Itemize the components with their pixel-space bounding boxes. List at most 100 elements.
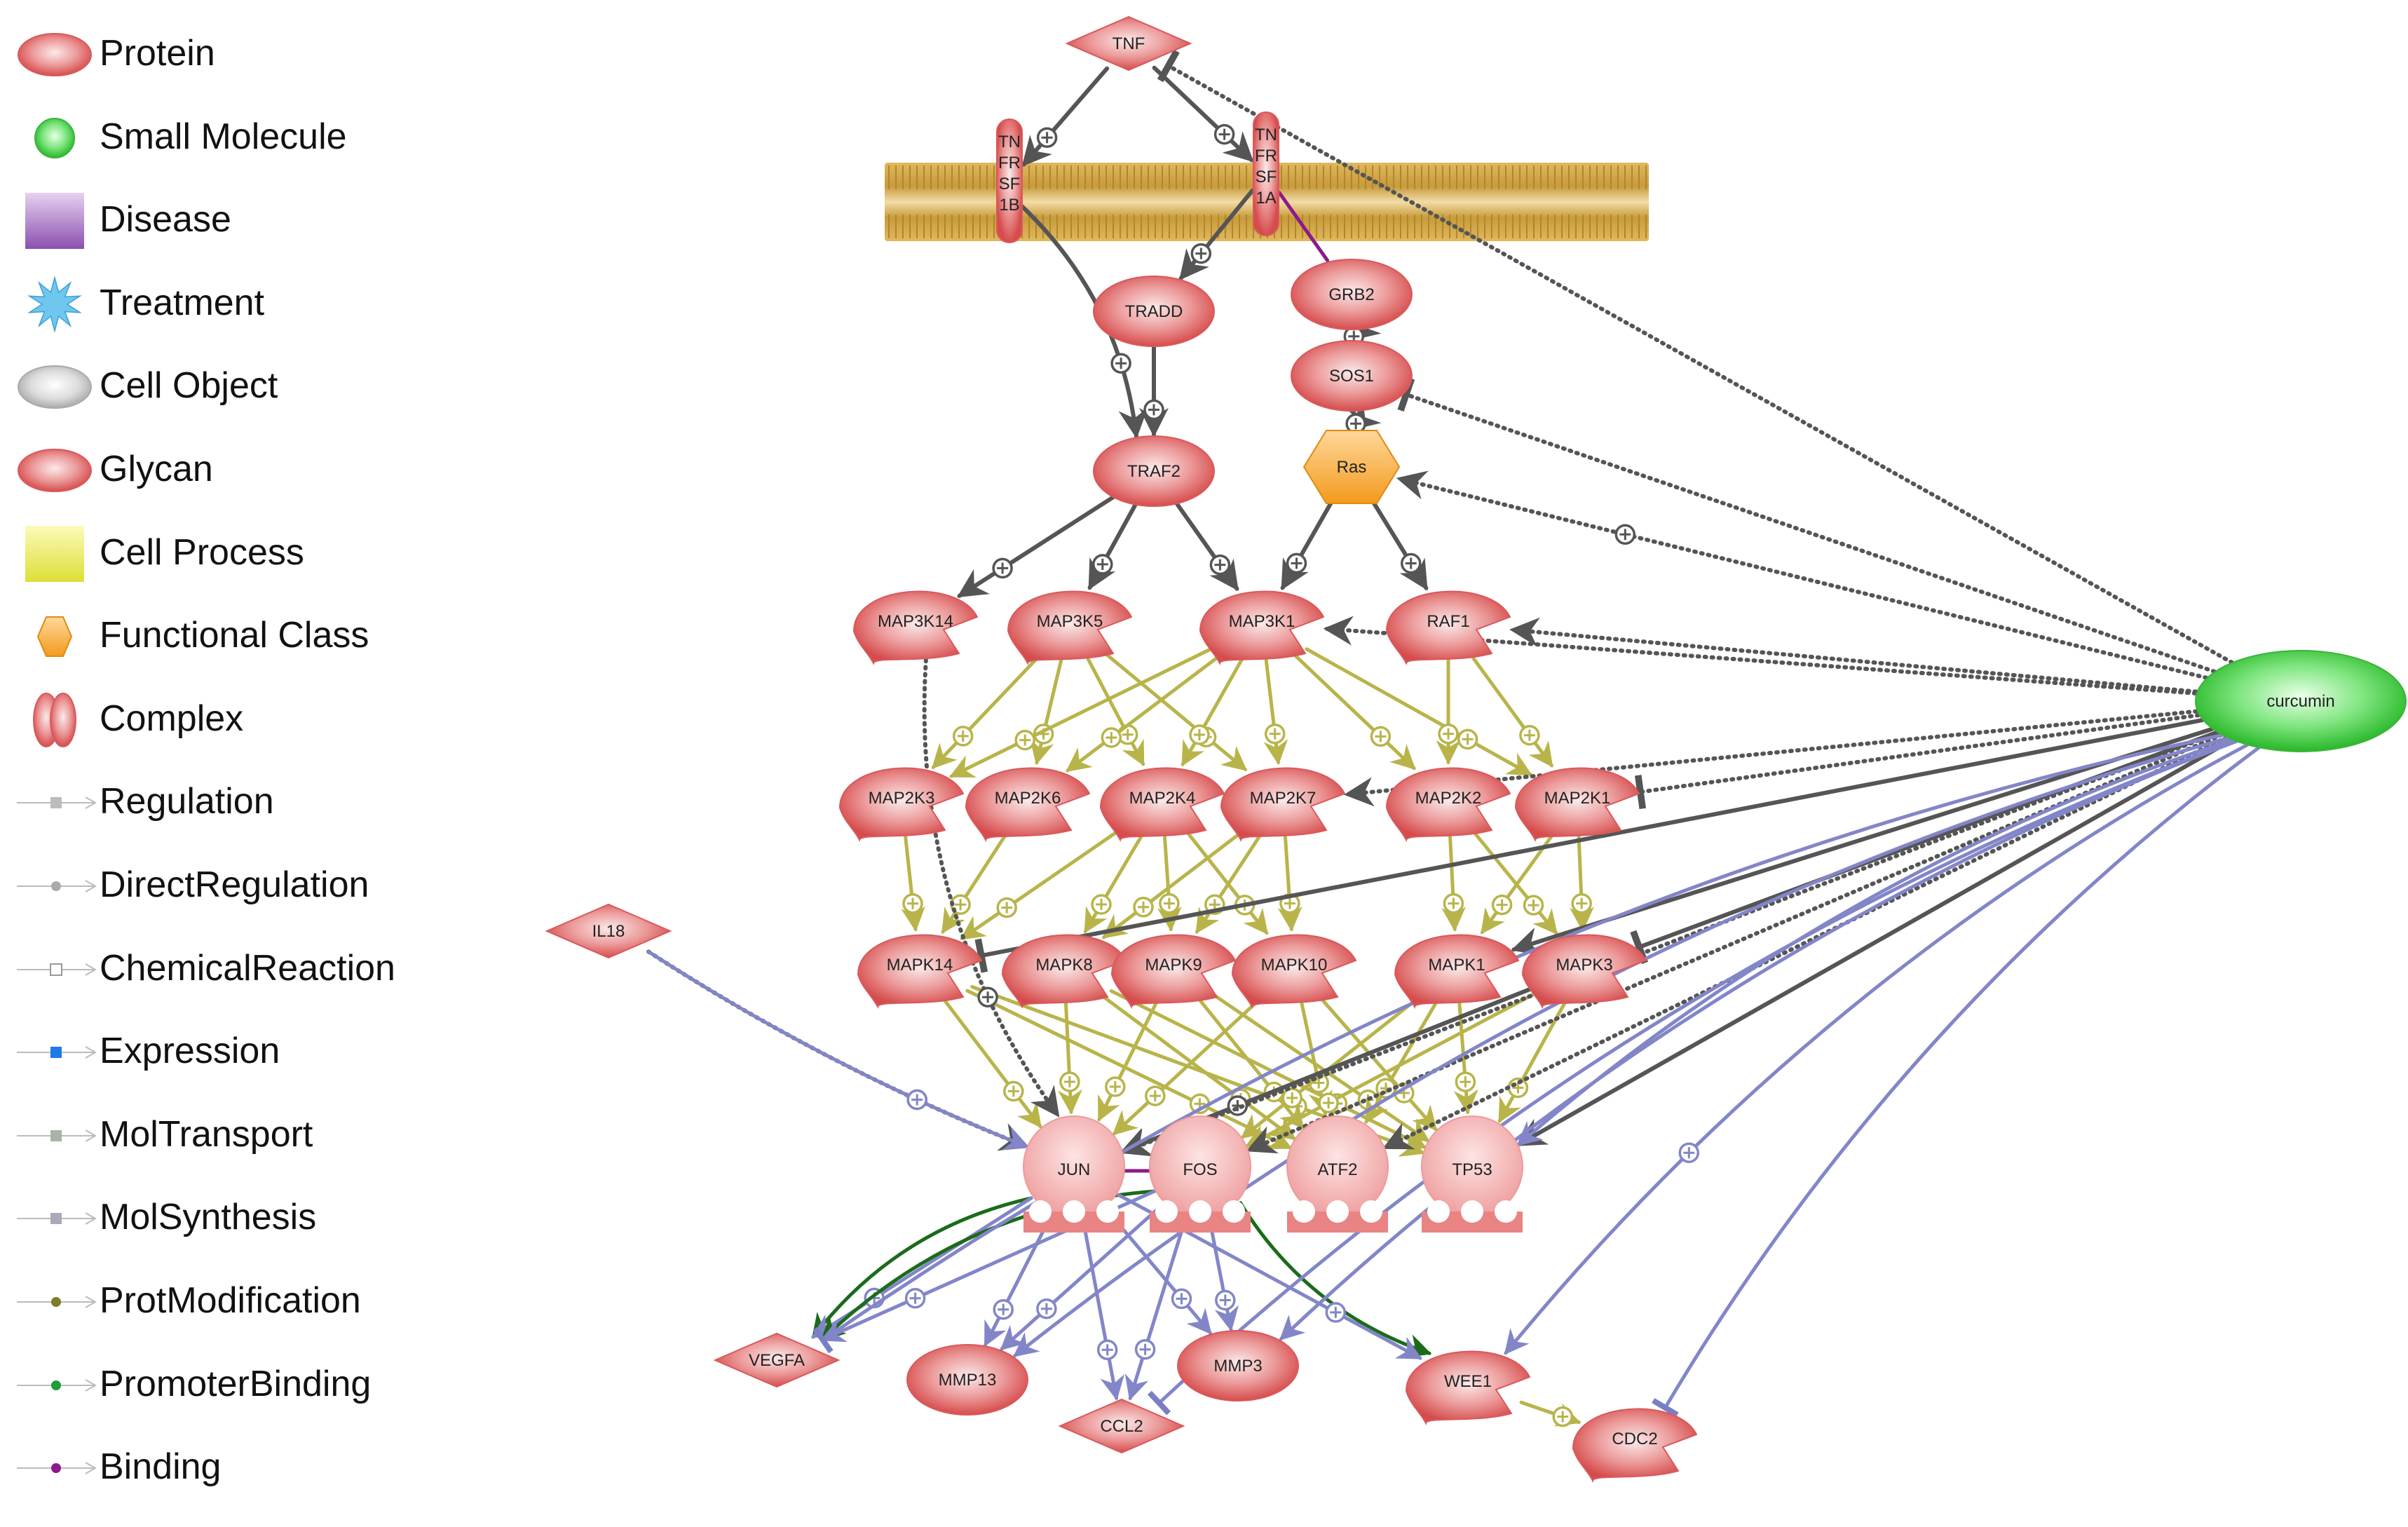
edge-ras-to-map3k1 <box>1280 498 1335 590</box>
node-cdc2[interactable]: CDC2 <box>1572 1408 1698 1484</box>
node-raf1[interactable]: RAF1 <box>1385 590 1511 666</box>
node-map2k7[interactable]: MAP2K7 <box>1220 767 1346 843</box>
node-mapk9[interactable]: MAPK9 <box>1110 934 1237 1010</box>
node-ras[interactable]: Ras <box>1302 430 1401 504</box>
node-vegfa[interactable]: VEGFA <box>713 1332 841 1388</box>
edge-traf2-to-map3k5 <box>1087 502 1138 590</box>
ellipse-shape <box>1177 1330 1299 1402</box>
tf-shape <box>1421 1115 1523 1233</box>
disease-square-icon <box>25 193 84 250</box>
node-mapk10[interactable]: MAPK10 <box>1231 934 1357 1010</box>
edge-map2k7-to-mapk9 <box>1195 833 1263 935</box>
node-mapk8[interactable]: MAPK8 <box>1001 934 1127 1010</box>
plus-sign-icon <box>1091 894 1112 915</box>
node-tnf[interactable]: TNF <box>1065 15 1192 72</box>
node-label: MAPK1 <box>1428 956 1485 975</box>
node-map2k1[interactable]: MAP2K1 <box>1514 767 1640 843</box>
diamond-shape <box>1065 15 1192 72</box>
hexagon-shape <box>1302 430 1401 504</box>
node-tp53[interactable]: TP53 <box>1421 1115 1523 1233</box>
legend-item-small-molecule: Small Molecule <box>0 103 435 173</box>
edge-il18-to-jun <box>646 949 1030 1151</box>
edge-mapk3-to-tp53 <box>1497 1000 1567 1123</box>
node-map2k3[interactable]: MAP2K3 <box>838 767 965 843</box>
node-label-line: TN <box>1255 125 1277 144</box>
node-ccl2[interactable]: CCL2 <box>1058 1398 1185 1454</box>
edge-curcumin-to-mapk3 <box>1630 730 2219 965</box>
edge-mapk1-to-tp53 <box>1453 1002 1478 1115</box>
plus-sign-icon <box>1443 893 1464 914</box>
tf-shape <box>1149 1115 1251 1233</box>
node-label: MAP2K3 <box>869 789 935 808</box>
tf-shape <box>1286 1115 1389 1233</box>
plus-sign-icon <box>1552 1406 1573 1427</box>
edge-fos-to-mmp3 <box>1209 1223 1239 1332</box>
kinase-shape <box>1110 934 1237 1010</box>
node-mapk3[interactable]: MAPK3 <box>1521 934 1647 1010</box>
edge-map3k1-to-map2k3 <box>948 645 1216 778</box>
legend-item-promoterbinding: PromoterBinding <box>0 1350 435 1420</box>
edge-curcumin-to-wee1 <box>1504 742 2250 1355</box>
legend-label: Small Molecule <box>100 116 347 157</box>
node-map3k1[interactable]: MAP3K1 <box>1199 590 1325 666</box>
node-map3k14[interactable]: MAP3K14 <box>852 590 979 666</box>
edge-map2k1-to-mapk1 <box>1480 832 1555 935</box>
plus-sign-icon <box>1571 893 1592 914</box>
kinase-shape <box>838 767 965 843</box>
legend-item-protmodification: ProtModification <box>0 1267 435 1337</box>
node-map2k2[interactable]: MAP2K2 <box>1385 767 1511 843</box>
node-wee1[interactable]: WEE1 <box>1405 1350 1531 1426</box>
edge-map2k4-to-mapk8 <box>1083 833 1144 934</box>
functional-class-hexagon-icon <box>36 616 73 658</box>
edge-tnfrsf1a-to-grb2 <box>1277 191 1330 262</box>
node-mapk14[interactable]: MAPK14 <box>857 934 983 1010</box>
node-il18[interactable]: IL18 <box>545 903 672 959</box>
edge-map2k6-to-mapk14 <box>941 833 1008 934</box>
edge-map2k1-to-mapk3 <box>1569 835 1594 932</box>
node-label: MAPK14 <box>887 956 953 975</box>
node-traf2[interactable]: TRAF2 <box>1093 435 1215 507</box>
node-atf2[interactable]: ATF2 <box>1286 1115 1389 1233</box>
node-label: CDC2 <box>1612 1430 1657 1448</box>
promoterbinding-line-icon <box>17 1378 97 1392</box>
plus-sign-icon <box>1491 894 1513 916</box>
node-label: MAP3K1 <box>1229 612 1295 631</box>
node-label: VEGFA <box>749 1351 805 1370</box>
node-label: JUN <box>1058 1160 1091 1179</box>
node-mmp13[interactable]: MMP13 <box>906 1344 1028 1416</box>
kinase-shape <box>1385 590 1511 666</box>
plus-sign-icon <box>1036 127 1058 148</box>
edge-curcumin-to-tp53 <box>1516 738 2235 1147</box>
node-mapk1[interactable]: MAPK1 <box>1394 934 1520 1010</box>
node-tradd[interactable]: TRADD <box>1093 276 1215 347</box>
legend-item-cell-process: Cell Process <box>0 519 435 589</box>
node-fos[interactable]: FOS <box>1149 1115 1251 1233</box>
plus-sign-icon <box>1134 1338 1156 1360</box>
kinase-shape <box>1199 590 1325 666</box>
interaction-edges <box>646 49 2261 1427</box>
node-map2k6[interactable]: MAP2K6 <box>965 767 1091 843</box>
node-grb2[interactable]: GRB2 <box>1291 259 1413 330</box>
node-sos1[interactable]: SOS1 <box>1291 340 1413 412</box>
edge-jun-to-mmp3 <box>1106 1209 1212 1335</box>
legend-item-cell-object: Cell Object <box>0 352 435 422</box>
node-label: MAPK8 <box>1035 956 1092 975</box>
node-mmp3[interactable]: MMP3 <box>1177 1330 1299 1402</box>
node-curcumin[interactable]: curcumin <box>2195 650 2407 752</box>
node-map3k5[interactable]: MAP3K5 <box>1007 590 1133 666</box>
plus-sign-icon <box>1523 895 1544 916</box>
node-jun[interactable]: JUN <box>1023 1115 1125 1233</box>
node-label: TNF <box>1113 34 1145 53</box>
legend-label: Functional Class <box>100 615 369 656</box>
plus-sign-icon <box>952 726 974 747</box>
plus-sign-icon <box>993 1298 1014 1320</box>
legend-label: Disease <box>100 199 231 240</box>
edge-mapk9-to-jun <box>1097 1000 1158 1122</box>
edge-map3k1-to-map2k7 <box>1263 658 1288 765</box>
edge-curcumin-to-mmp3 <box>1279 739 2238 1341</box>
node-map2k4[interactable]: MAP2K4 <box>1099 767 1225 843</box>
